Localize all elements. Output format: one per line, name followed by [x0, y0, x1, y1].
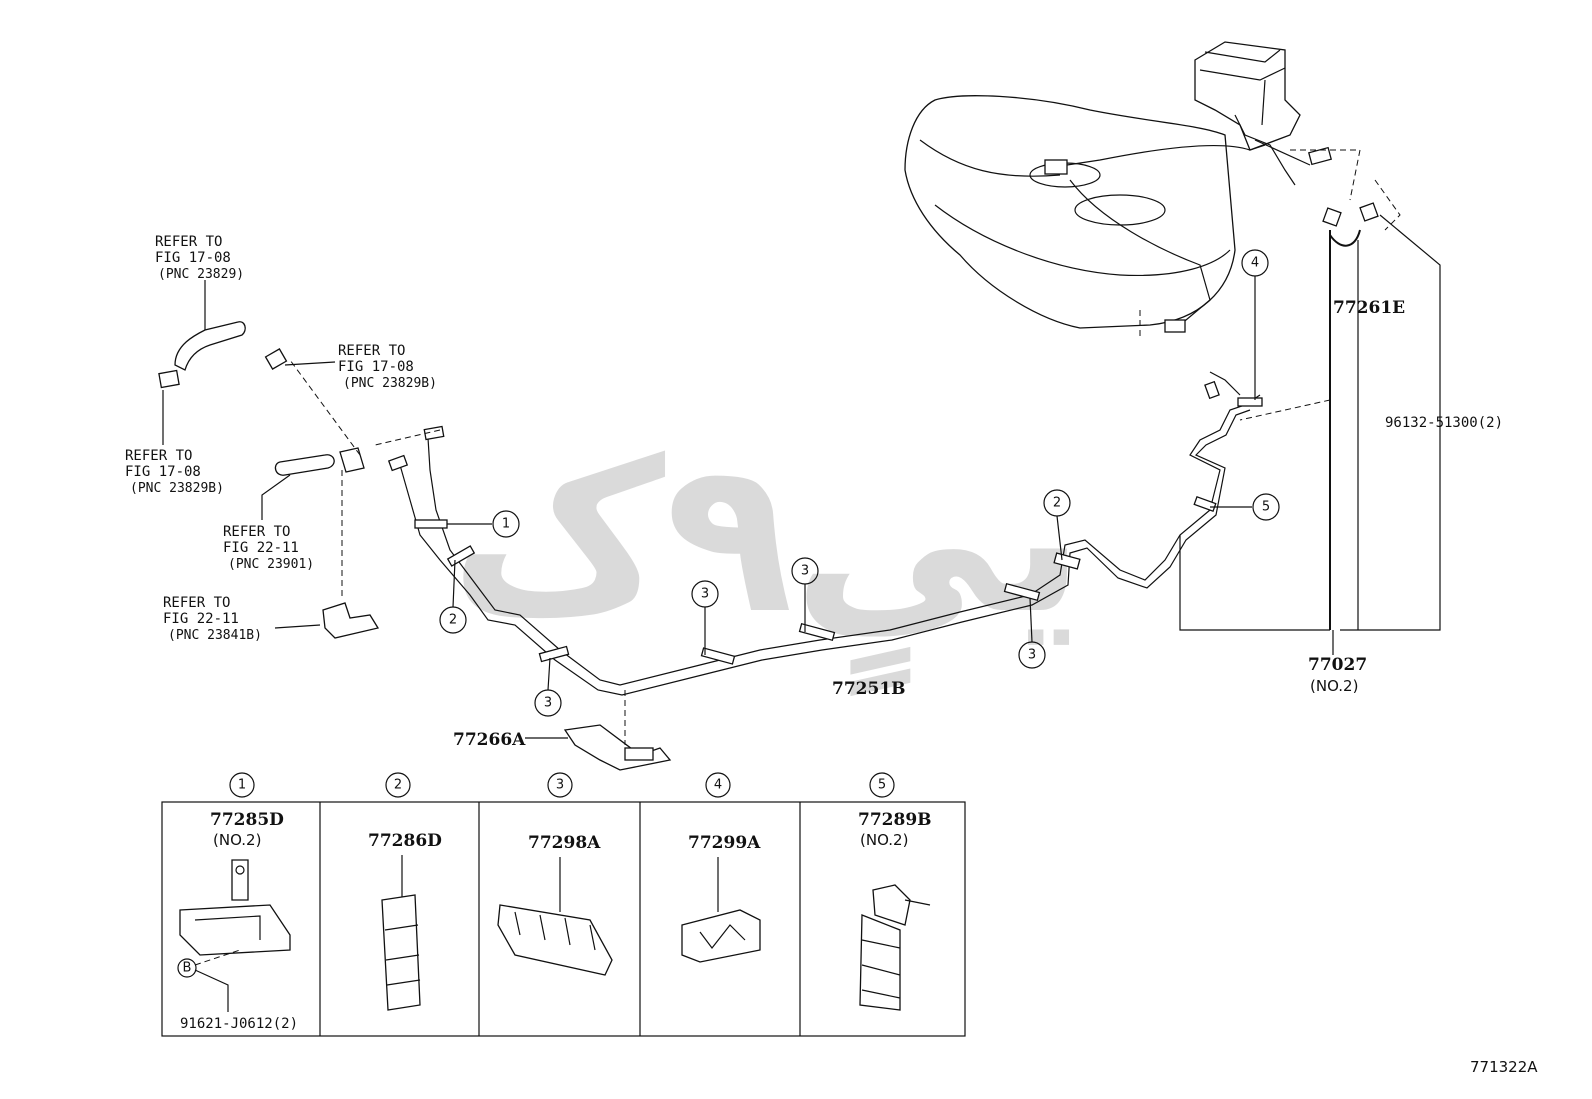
svg-text:3: 3	[544, 696, 552, 711]
callout-3a: 3	[534, 657, 562, 717]
svg-text:1: 1	[502, 517, 510, 532]
svg-text:4: 4	[1251, 256, 1259, 271]
table-cell-4: 4 77299A	[681, 772, 761, 963]
svg-text:(NO.2): (NO.2)	[860, 831, 908, 849]
svg-text:(NO.2): (NO.2)	[213, 831, 261, 849]
svg-text:77298A: 77298A	[528, 833, 601, 853]
svg-text:77286D: 77286D	[368, 831, 442, 851]
svg-text:4: 4	[714, 778, 722, 793]
clip-3b	[700, 647, 736, 665]
part-77027: 77027	[1308, 655, 1367, 675]
svg-text:REFER TO: REFER TO	[223, 524, 290, 540]
clip-3c	[798, 622, 836, 642]
svg-text:FIG 17-08: FIG 17-08	[155, 250, 231, 266]
fuel-tank	[904, 95, 1266, 333]
svg-text:91621-J0612(2): 91621-J0612(2)	[180, 1016, 298, 1032]
refer-block-4: REFER TO FIG 22-11 (PNC 23901)	[223, 524, 314, 572]
hose-filler	[274, 359, 365, 600]
svg-text:5: 5	[1262, 500, 1270, 515]
table-cell-5: 5 77289B (NO.2)	[858, 772, 932, 1011]
table-cell-2: 2 77286D	[368, 772, 442, 1011]
figure-code: 771322A	[1470, 1058, 1538, 1076]
svg-text:3: 3	[801, 564, 809, 579]
clamp-table: 1 77285D (NO.2) B 91621-J0612(2) 2 77286…	[161, 772, 966, 1037]
svg-text:(PNC 23829B): (PNC 23829B)	[343, 376, 437, 391]
part-77027-sub: (NO.2)	[1310, 677, 1358, 695]
clip-4	[1237, 397, 1263, 407]
svg-text:2: 2	[1053, 496, 1061, 511]
svg-text:(PNC 23829B): (PNC 23829B)	[130, 481, 224, 496]
callout-2a: 2	[439, 559, 467, 634]
part-77261E: 77261E	[1333, 298, 1405, 318]
svg-text:(PNC 23841B): (PNC 23841B)	[168, 628, 262, 643]
clip-2b	[1053, 552, 1081, 570]
svg-text:REFER TO: REFER TO	[125, 448, 192, 464]
part-77251B: 77251B	[832, 679, 906, 699]
svg-text:(PNC 23829): (PNC 23829)	[158, 267, 244, 282]
svg-text:77289B: 77289B	[858, 810, 932, 830]
callout-5: 5	[1210, 493, 1280, 521]
callout-1: 1	[447, 510, 520, 538]
bracket-77266A	[563, 690, 672, 771]
svg-text:1: 1	[238, 778, 246, 793]
refer-block-2: REFER TO FIG 17-08 (PNC 23829B)	[338, 343, 437, 391]
clip-3d	[1003, 582, 1041, 602]
table-cell-1: 1 77285D (NO.2) B 91621-J0612(2)	[177, 772, 298, 1032]
refer-block-5: REFER TO FIG 22-11 (PNC 23841B)	[163, 595, 262, 643]
table-cell-3: 3 77298A	[497, 772, 613, 976]
svg-text:B: B	[183, 961, 192, 976]
svg-text:2: 2	[449, 613, 457, 628]
svg-text:REFER TO: REFER TO	[338, 343, 405, 359]
svg-text:77285D: 77285D	[210, 810, 284, 830]
svg-text:REFER TO: REFER TO	[155, 234, 222, 250]
part-77266A: 77266A	[453, 730, 526, 750]
svg-text:FIG 22-11: FIG 22-11	[163, 611, 239, 627]
part-96132-51300: 96132-51300(2)	[1385, 415, 1503, 431]
hose-upper-left	[158, 321, 246, 389]
callout-2b: 2	[1043, 489, 1071, 561]
refer-block-3: REFER TO FIG 17-08 (PNC 23829B)	[125, 448, 224, 496]
svg-text:5: 5	[878, 778, 886, 793]
svg-text:3: 3	[556, 778, 564, 793]
svg-text:REFER TO: REFER TO	[163, 595, 230, 611]
svg-text:FIG 17-08: FIG 17-08	[125, 464, 201, 480]
clip-1	[414, 519, 448, 529]
callout-3d: 3	[1018, 597, 1046, 669]
callout-3b: 3	[691, 580, 719, 655]
callout-4: 4	[1241, 249, 1269, 400]
refer-block-1: REFER TO FIG 17-08 (PNC 23829)	[155, 234, 244, 282]
svg-text:3: 3	[1028, 648, 1036, 663]
filler-protector	[322, 602, 380, 639]
callout-3c: 3	[791, 557, 819, 632]
charcoal-canister	[1194, 41, 1333, 186]
svg-text:77299A: 77299A	[688, 833, 761, 853]
svg-text:2: 2	[394, 778, 402, 793]
clip-3a	[538, 645, 570, 663]
svg-text:3: 3	[701, 587, 709, 602]
svg-text:(PNC 23901): (PNC 23901)	[228, 557, 314, 572]
clamp-upper-small	[264, 348, 288, 370]
svg-text:FIG 22-11: FIG 22-11	[223, 540, 299, 556]
svg-text:FIG 17-08: FIG 17-08	[338, 359, 414, 375]
